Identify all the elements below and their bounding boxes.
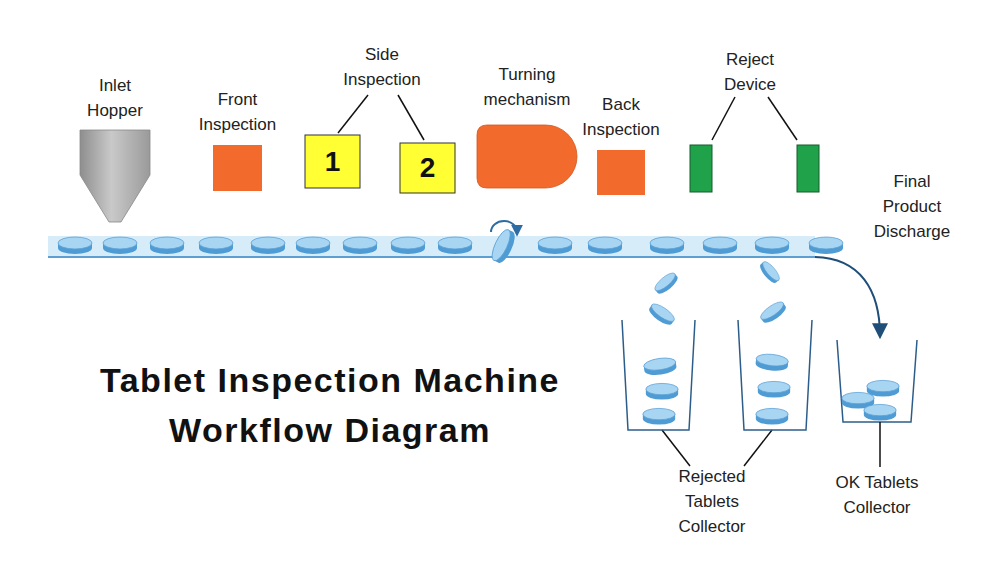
- part-label: Rejected Tablets Collector: [666, 464, 758, 539]
- tablet: [58, 237, 92, 254]
- broken-tablet: [652, 270, 680, 296]
- rotation-arrow: [491, 221, 517, 232]
- ok-collector: OK Tablets Collector: [837, 340, 917, 422]
- ok-collector-outline: [837, 340, 917, 422]
- discharge-arrow: [815, 257, 880, 336]
- part-label: Reject Device: [710, 47, 790, 97]
- tablet: [199, 237, 233, 254]
- station-label: Inlet Hopper: [75, 73, 155, 123]
- part-label: Final Product Discharge: [865, 169, 960, 244]
- station-label: Turning mechanism: [472, 62, 582, 112]
- inlet-hopper: Inlet Hopper: [80, 130, 150, 222]
- station-shape: [597, 150, 645, 195]
- rejected-tablet: [643, 408, 675, 424]
- tablet: [103, 237, 137, 254]
- station-label: OK Tablets Collector: [817, 470, 937, 520]
- part-label: Side Inspection: [332, 42, 432, 92]
- leader-line: [744, 430, 772, 466]
- inspection-station-outline: [213, 145, 262, 191]
- inlet-hopper-outline: [80, 130, 150, 222]
- conveyor-belt: [48, 236, 815, 256]
- tablet: [588, 237, 622, 254]
- broken-tablet: [758, 299, 788, 326]
- rejected-tablet: [756, 408, 788, 424]
- tablet: [538, 237, 572, 254]
- inspection-station: Back Inspection: [597, 150, 645, 195]
- station-number: 2: [400, 143, 455, 193]
- tablet: [343, 237, 377, 254]
- diagram-title: Tablet Inspection Machine Workflow Diagr…: [40, 355, 620, 455]
- ok-tablet: [864, 404, 896, 420]
- rejected-tablet: [643, 356, 677, 376]
- reject-cup: [738, 320, 812, 430]
- leader-line: [338, 95, 368, 133]
- leader-line: [662, 430, 690, 466]
- station-shape: [213, 145, 262, 191]
- hopper-shape: [80, 130, 150, 222]
- ok-tablet: [867, 380, 899, 396]
- tablet: [755, 237, 789, 254]
- rejected-tablet: [755, 353, 789, 372]
- inspection-station: Front Inspection: [213, 145, 262, 191]
- station-shape: [305, 135, 360, 188]
- tablet: [703, 237, 737, 254]
- station-label: Front Inspection: [188, 87, 288, 137]
- tablet: [296, 237, 330, 254]
- turning-mechanism: Turning mechanism: [477, 125, 577, 188]
- turning-shape: [477, 125, 577, 188]
- conveyor-edge: [48, 256, 815, 258]
- broken-tablet: [647, 301, 677, 328]
- side-camera-box: 2: [400, 143, 455, 193]
- rejected-tablet: [646, 383, 678, 399]
- tablet: [650, 237, 684, 254]
- reject-cup: [622, 320, 695, 430]
- reject-device: [690, 145, 712, 192]
- broken-tablet: [758, 259, 782, 285]
- tablet: [251, 237, 285, 254]
- rejected-tablet: [758, 381, 790, 397]
- leader-line: [398, 95, 424, 140]
- collector-cup: [837, 340, 917, 422]
- reject-device: [797, 145, 819, 192]
- leader-line: [712, 97, 735, 140]
- leader-line: [879, 422, 881, 467]
- station-shape: [400, 143, 455, 193]
- side-camera-box: 1: [305, 135, 360, 188]
- turning-mechanism-outline: [477, 125, 577, 188]
- leader-line: [768, 97, 797, 140]
- tablet: [809, 237, 843, 254]
- station-label: Back Inspection: [571, 92, 671, 142]
- tablet: [438, 237, 472, 254]
- tablet: [391, 237, 425, 254]
- tablet: [150, 237, 184, 254]
- station-number: 1: [305, 135, 360, 188]
- inspection-station-outline: [597, 150, 645, 195]
- turning-tablet: [489, 227, 519, 265]
